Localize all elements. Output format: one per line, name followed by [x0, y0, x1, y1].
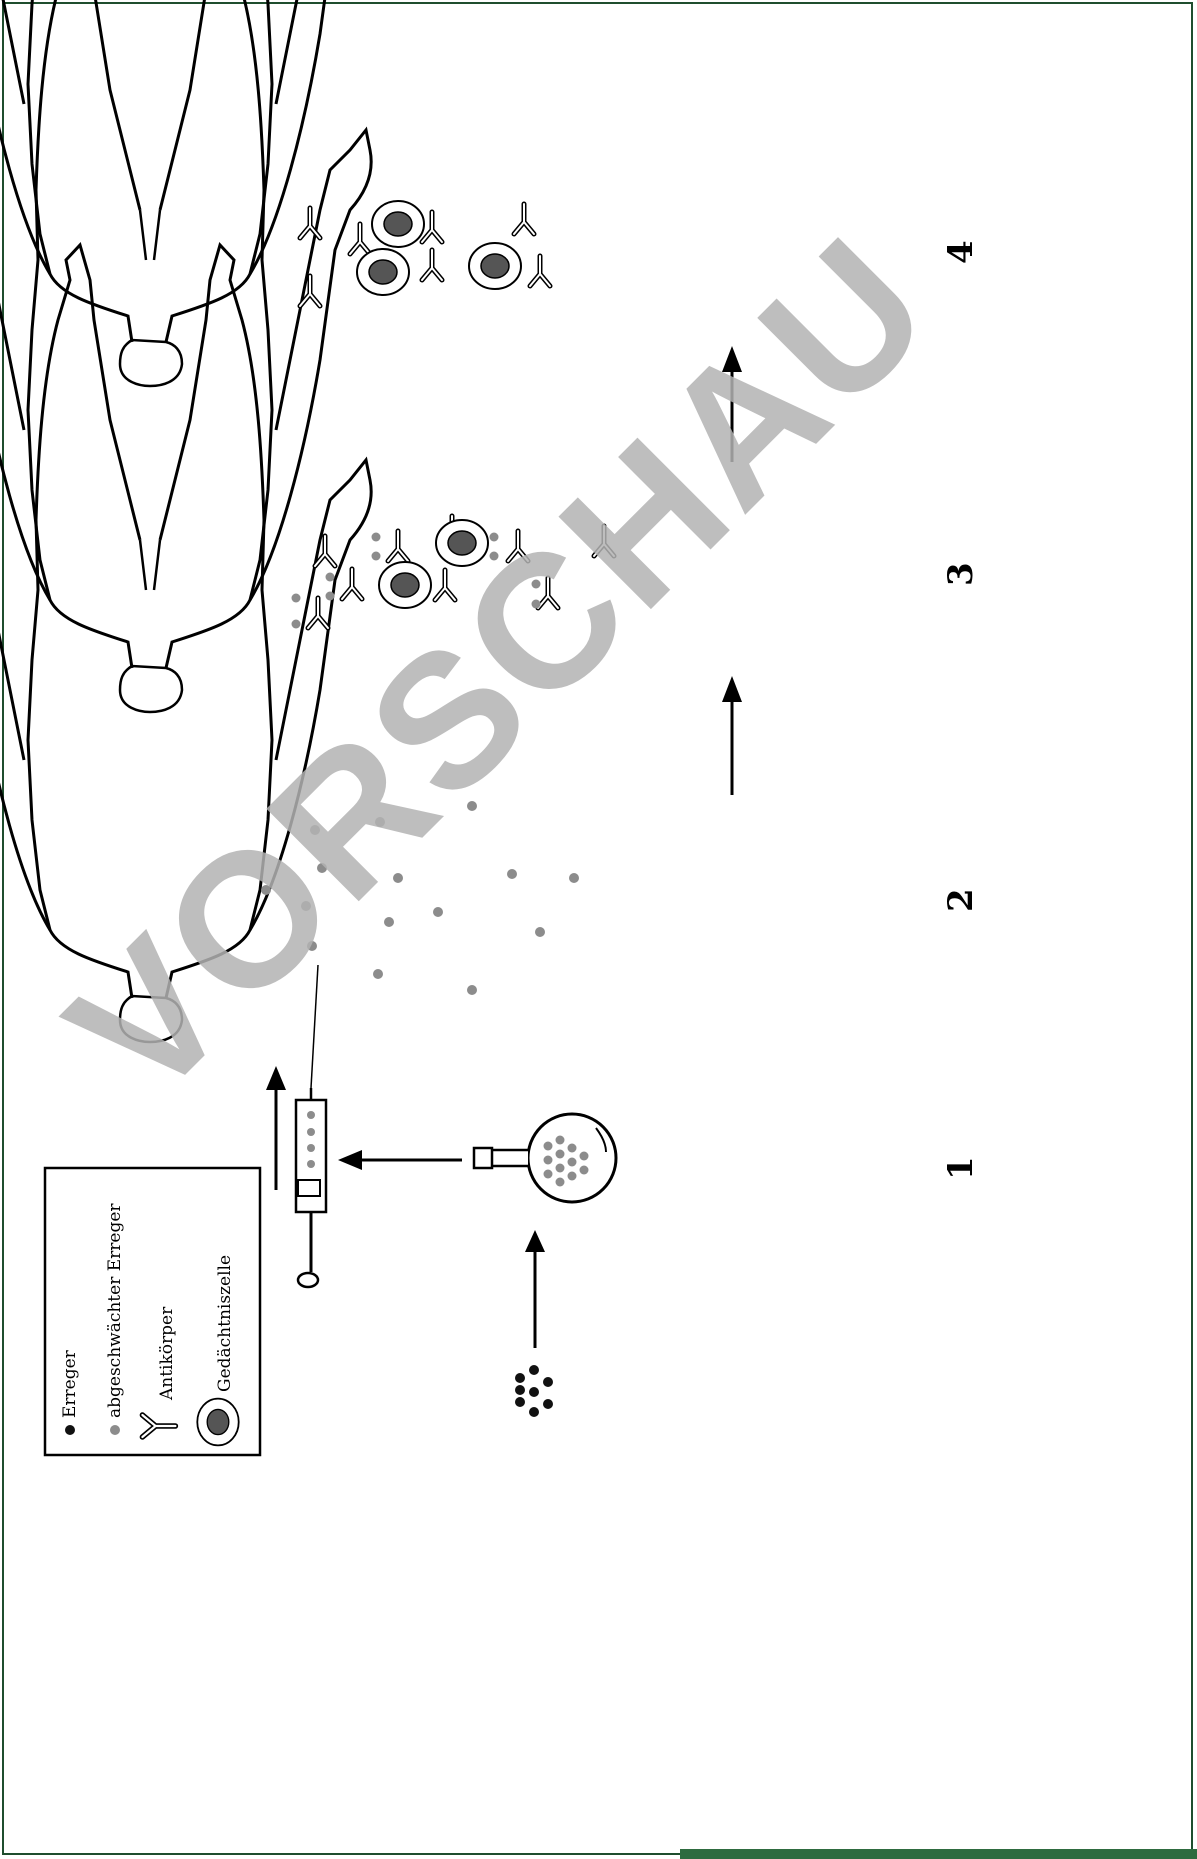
- arrow-2-to-3: [722, 676, 742, 795]
- stage-number-2: 2: [941, 888, 981, 912]
- arrow-to-flask: [525, 1230, 545, 1348]
- memory-cells-stage-4: [357, 201, 521, 295]
- legend-label-memory-cell: Gedächtniszelle: [215, 1255, 235, 1392]
- stage-number-3: 3: [941, 562, 981, 586]
- legend-label-weakened-pathogen: abgeschwächter Erreger: [105, 1203, 125, 1418]
- flask-icon: [474, 1114, 616, 1202]
- arrow-to-syringe: [338, 1150, 462, 1170]
- stage-number-4: 4: [941, 240, 981, 264]
- legend-item-weakened-pathogen: abgeschwächter Erreger: [105, 1203, 125, 1435]
- stage-number-1: 1: [941, 1156, 981, 1180]
- legend-label-pathogen: Erreger: [60, 1349, 80, 1418]
- legend-box: Erreger abgeschwächter Erreger Antikörpe…: [45, 1168, 260, 1455]
- pathogen-cluster: [515, 1365, 553, 1417]
- footer-bar: [680, 1849, 1197, 1859]
- gray-dot-icon: [110, 1425, 120, 1435]
- memory-cell-icon: [197, 1399, 238, 1446]
- arrow-to-body-2: [266, 1066, 286, 1190]
- legend-label-antibody: Antikörper: [157, 1306, 177, 1401]
- black-dot-icon: [65, 1425, 75, 1435]
- stage-1-vaccine-production: 1: [266, 965, 981, 1417]
